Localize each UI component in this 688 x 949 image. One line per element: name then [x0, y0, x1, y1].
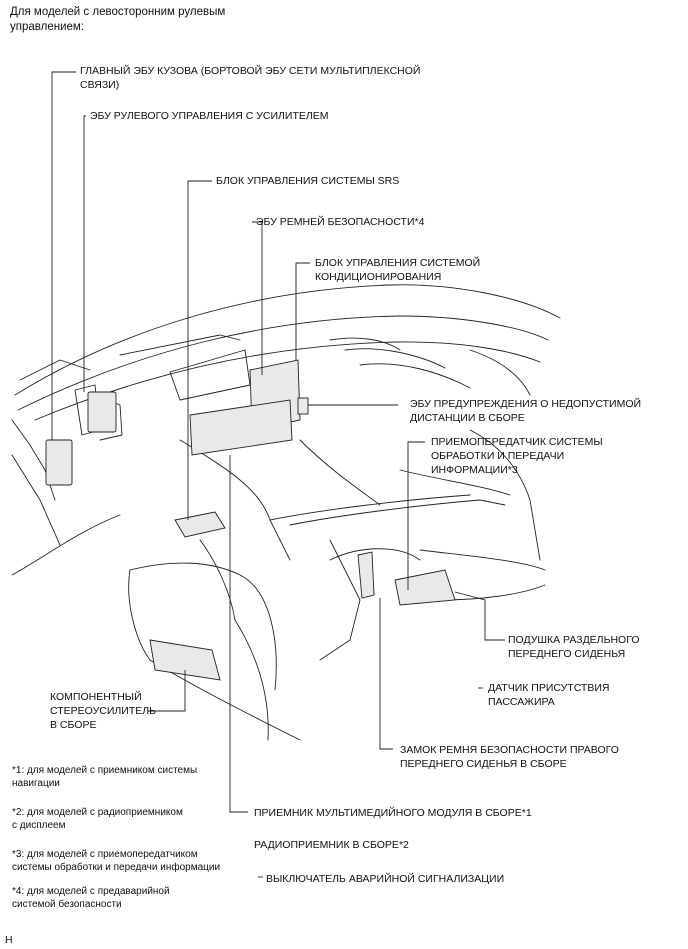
srs-unit-shape — [174, 511, 226, 538]
footnote-2a: *2: для моделей с радиоприемником — [12, 807, 183, 818]
label-buckle-2: ПЕРЕДНЕГО СИДЕНЬЯ В СБОРЕ — [400, 758, 567, 770]
leader-power-steering-ecu — [83, 115, 86, 392]
power-steering-ecu-shape — [87, 391, 117, 433]
footnote-3a: *3: для моделей с приемопередатчиком — [12, 849, 198, 860]
leader-buckle — [379, 598, 393, 750]
footnote-2b: с дисплеем — [12, 820, 66, 831]
leader-transceiver — [407, 441, 425, 590]
label-srs-unit: БЛОК УПРАВЛЕНИЯ СИСТЕМЫ SRS — [216, 175, 400, 187]
label-multimedia: ПРИЕМНИК МУЛЬТИМЕДИЙНОГО МОДУЛЯ В СБОРЕ*… — [254, 807, 532, 819]
passenger-seat — [329, 548, 421, 561]
label-ac-unit-1: БЛОК УПРАВЛЕНИЯ СИСТЕМОЙ — [315, 257, 481, 269]
dashboard-top — [17, 315, 549, 411]
label-buckle-1: ЗАМОК РЕМНЯ БЕЗОПАСНОСТИ ПРАВОГО — [400, 744, 619, 756]
seat-cushion-shape — [394, 569, 456, 606]
seat-belt-buckle-shape — [357, 551, 375, 599]
driver-seat — [129, 562, 277, 691]
leader-srs-unit — [187, 180, 212, 520]
leader-seatbelt-ecu — [252, 221, 263, 375]
label-stereo-amp-2: СТЕРЕОУСИЛИТЕЛЬ — [50, 705, 157, 717]
label-power-steering-ecu: ЭБУ РУЛЕВОГО УПРАВЛЕНИЯ С УСИЛИТЕЛЕМ — [90, 110, 329, 122]
center-console — [179, 439, 291, 561]
right-door — [469, 429, 541, 561]
label-seatbelt-ecu: ЭБУ РЕМНЕЙ БЕЗОПАСНОСТИ*4 — [256, 216, 425, 228]
leader-ac-unit — [295, 262, 310, 360]
header-line-1: Для моделей с левосторонним рулевым — [10, 6, 226, 18]
leader-seat-cushion — [454, 591, 505, 641]
header-line-2: управлением: — [10, 21, 84, 33]
footnote-3b: системы обработки и передачи информации — [12, 862, 221, 873]
footnote-4a: *4: для моделей с предаварийной — [12, 886, 170, 897]
label-stereo-amp-1: КОМПОНЕНТНЫЙ — [50, 691, 142, 703]
label-transceiver-2: ОБРАБОТКИ И ПЕРЕДАЧИ — [431, 450, 565, 462]
leader-multimedia — [229, 455, 248, 813]
label-hazard-switch: ВЫКЛЮЧАТЕЛЬ АВАРИЙНОЙ СИГНАЛИЗАЦИИ — [266, 873, 505, 885]
windshield-line — [14, 284, 561, 396]
label-seat-cushion-2: ПЕРЕДНЕГО СИДЕНЬЯ — [508, 648, 626, 660]
leader-stereo-amp — [148, 670, 186, 712]
radio-receiver-shape — [189, 399, 293, 456]
leader-main-body-ecu — [51, 71, 76, 440]
label-ac-unit-2: КОНДИЦИОНИРОВАНИЯ — [315, 271, 442, 283]
label-radio: РАДИОПРИЕМНИК В СБОРЕ*2 — [254, 839, 409, 851]
label-distance-warning-1: ЭБУ ПРЕДУПРЕЖДЕНИЯ О НЕДОПУСТИМОЙ — [410, 398, 642, 410]
label-main-body-ecu-2: СВЯЗИ) — [80, 79, 120, 91]
label-occupant-sensor-2: ПАССАЖИРА — [488, 696, 555, 708]
label-transceiver-1: ПРИЕМОПЕРЕДАТЧИК СИСТЕМЫ — [431, 436, 603, 448]
main-body-ecu-shape — [45, 439, 73, 486]
label-distance-warning-2: ДИСТАНЦИИ В СБОРЕ — [410, 412, 525, 424]
label-stereo-amp-3: В СБОРЕ — [50, 719, 97, 731]
distance-warning-ecu-shape — [297, 397, 309, 415]
label-transceiver-3: ИНФОРМАЦИИ*3 — [431, 464, 518, 476]
label-main-body-ecu-1: ГЛАВНЫЙ ЭБУ КУЗОВА (БОРТОВОЙ ЭБУ СЕТИ МУ… — [80, 65, 421, 77]
footnote-4b: системой безопасности — [12, 899, 122, 910]
label-occupant-sensor-1: ДАТЧИК ПРИСУТСТВИЯ — [488, 682, 610, 694]
footnote-1a: *1: для моделей с приемником системы — [12, 765, 198, 776]
label-seat-cushion-1: ПОДУШКА РАЗДЕЛЬНОГО — [508, 634, 640, 646]
corner-mark: H — [5, 934, 13, 946]
footnote-1b: навигации — [12, 778, 60, 789]
stereo-amp-shape — [149, 639, 221, 681]
